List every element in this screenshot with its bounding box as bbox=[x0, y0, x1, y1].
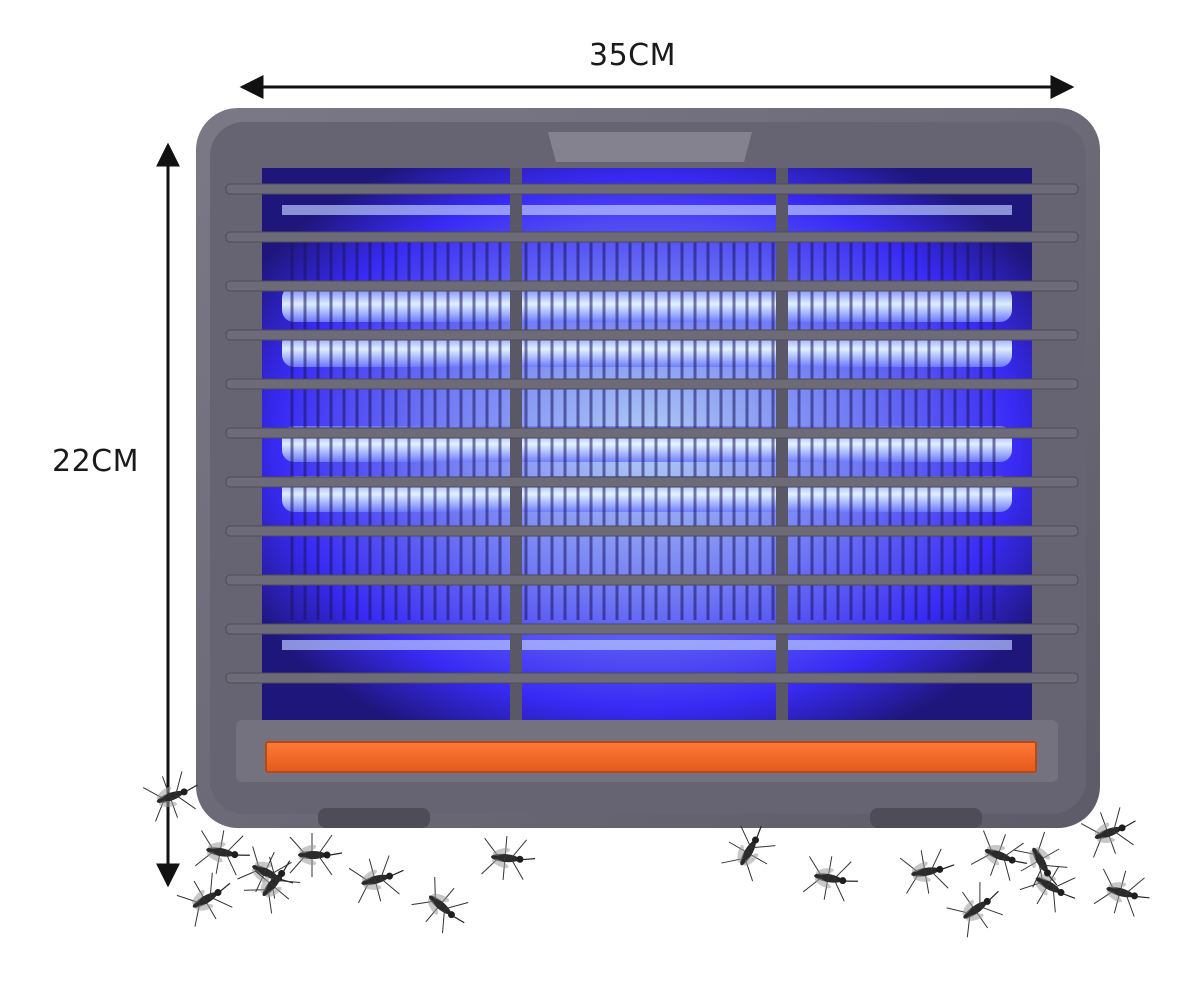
handle-slot bbox=[548, 132, 752, 162]
grille-slat bbox=[225, 574, 1079, 586]
height-dimension-label: 22CM bbox=[52, 444, 140, 479]
uv-light-chamber bbox=[262, 168, 1032, 723]
mosquito bbox=[1080, 807, 1136, 858]
grille-slat bbox=[225, 623, 1079, 635]
mosquito bbox=[289, 833, 343, 877]
mosquito bbox=[1013, 831, 1068, 888]
mosquitoes bbox=[142, 771, 1150, 938]
grille-post bbox=[510, 168, 522, 723]
mesh-rail bbox=[282, 205, 1012, 215]
grille-slat bbox=[225, 427, 1079, 439]
mosquito bbox=[970, 830, 1027, 881]
mosquito bbox=[946, 882, 1004, 938]
width-dimension-label: 35CM bbox=[588, 38, 676, 73]
right-foot bbox=[870, 808, 982, 828]
mosquito bbox=[176, 872, 233, 927]
mosquito bbox=[721, 825, 776, 882]
uv-tube bbox=[282, 286, 1012, 322]
grille-slat bbox=[225, 672, 1079, 684]
grille-slat bbox=[225, 231, 1079, 243]
mosquito bbox=[899, 848, 955, 894]
mosquito bbox=[348, 855, 404, 904]
grille-post bbox=[776, 168, 788, 723]
grille-slat bbox=[225, 280, 1079, 292]
mesh-rail bbox=[282, 640, 1012, 650]
grille-slat bbox=[225, 476, 1079, 488]
grille-slat bbox=[225, 378, 1079, 390]
collection-tray bbox=[236, 720, 1058, 782]
mosquito bbox=[244, 856, 301, 914]
grille-slat bbox=[225, 329, 1079, 341]
mosquito bbox=[481, 836, 536, 880]
mosquito bbox=[802, 856, 858, 902]
grille-slat bbox=[225, 183, 1079, 195]
mosquito bbox=[194, 830, 250, 876]
protective-grille bbox=[225, 183, 1079, 684]
grille-slat bbox=[225, 525, 1079, 537]
left-foot bbox=[318, 808, 430, 828]
mosquito bbox=[1019, 858, 1076, 913]
mosquito bbox=[411, 877, 469, 934]
mosquito bbox=[142, 771, 198, 822]
mosquito bbox=[1093, 868, 1150, 917]
